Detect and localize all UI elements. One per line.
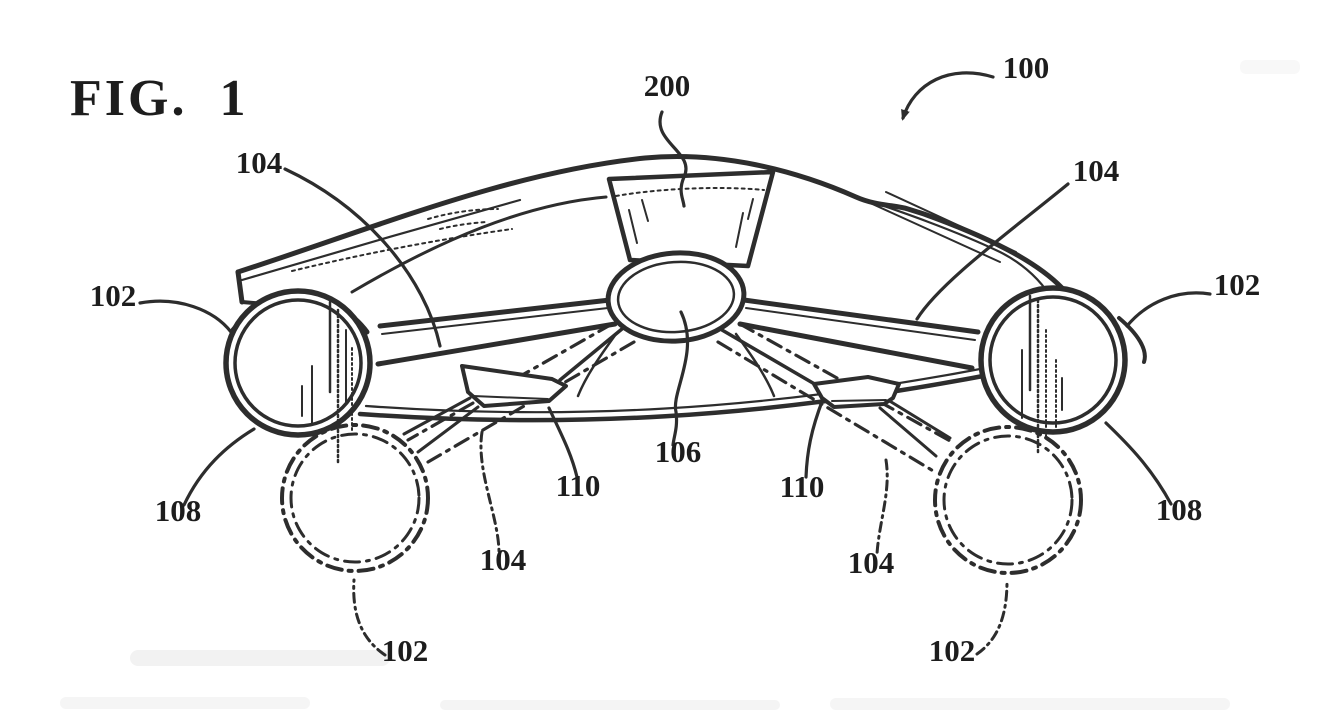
smudge-mark — [830, 698, 1230, 710]
ref-label-108-right: 108 — [1156, 492, 1203, 527]
ref-label-106: 106 — [655, 434, 702, 469]
right-arm-top-edge — [741, 297, 981, 335]
linkages — [402, 322, 952, 458]
flap-right — [812, 375, 901, 409]
left-arm-top-edge — [377, 297, 613, 329]
ref-label-100: 100 — [1003, 50, 1050, 85]
left-flap-to-ghost-link-a — [402, 396, 472, 436]
ref-label-102-bottom-left: 102 — [382, 633, 429, 668]
reference-numerals: 100 200 104 104 102 102 106 110 110 108 … — [90, 50, 1261, 668]
ref-label-110-right: 110 — [780, 469, 825, 504]
ref-label-104-top-left: 104 — [236, 145, 283, 180]
pylon-hatch-a — [628, 209, 638, 244]
pylon — [606, 169, 776, 269]
ref-label-104-bottom-left: 104 — [480, 542, 527, 577]
hub-right-brace — [734, 332, 776, 398]
ref-label-102-bottom-right: 102 — [929, 633, 976, 668]
leader-104-bottom-left — [479, 430, 501, 553]
rear-skirt-line — [1117, 316, 1147, 364]
leader-108-right — [1104, 421, 1173, 506]
leader-arrow-100 — [901, 71, 995, 121]
smudge-mark — [1240, 60, 1300, 74]
cockpit-hidden-arc-a — [427, 208, 499, 220]
right-flap-to-ghost-link-b — [878, 406, 938, 458]
right-wheel — [978, 285, 1128, 457]
canopy-and-deck-outline — [235, 154, 1065, 291]
deck-inner-line — [836, 188, 1048, 292]
hub-left-brace — [576, 332, 618, 398]
nose-front-face — [235, 269, 245, 305]
leader-106 — [671, 310, 690, 447]
phantom-arm-right-lower — [716, 340, 937, 474]
leader-lines — [138, 71, 1212, 657]
ghost-wheel-left-outer — [280, 423, 430, 573]
leader-104-top-left — [283, 167, 442, 348]
windshield-line — [350, 195, 608, 294]
figure-title: FIG. 1 — [70, 70, 248, 127]
flap-left-edge-line — [472, 395, 549, 400]
left-arm-bottom-edge — [375, 321, 618, 367]
pylon-hatch-b — [641, 199, 649, 222]
leader-102-left — [138, 299, 233, 334]
right-wheel-inner-rim — [988, 295, 1118, 425]
pylon-hatch-d — [747, 198, 754, 220]
leader-102-bottom-right — [975, 579, 1009, 656]
left-wheel-inner-rim — [233, 298, 363, 428]
smudge-mark — [130, 650, 390, 666]
ref-label-102-right: 102 — [1214, 267, 1261, 302]
hub-outer-ellipse — [605, 250, 747, 344]
right-wheel-outer-rim — [978, 285, 1128, 435]
central-hub — [605, 250, 747, 344]
leader-104-top-right — [915, 182, 1070, 321]
left-wheel-outer-rim — [223, 288, 373, 438]
ghost-wheel-left-inner — [289, 432, 421, 564]
right-arm-bottom-edge — [737, 321, 975, 371]
hood-hidden-line — [291, 228, 513, 272]
deck-hatch-line-a — [867, 201, 1001, 263]
flap-left — [460, 364, 568, 408]
scan-artifacts — [60, 60, 1300, 710]
ref-label-104-top-right: 104 — [1073, 153, 1120, 188]
wheel-arms — [375, 297, 981, 371]
leader-110-right — [804, 397, 825, 479]
flap-right-edge-line — [831, 399, 887, 402]
ref-label-200: 200 — [644, 68, 691, 103]
pylon-hidden-canopy-line — [615, 187, 765, 197]
left-arm-inner-line — [381, 307, 609, 335]
left-wheel — [223, 288, 373, 464]
ref-label-102-left: 102 — [90, 278, 137, 313]
right-arm-inner-line — [745, 307, 976, 341]
ref-label-104-bottom-right: 104 — [848, 545, 895, 580]
ghost-wheel-right-outer — [933, 425, 1083, 575]
hub-inner-ellipse — [616, 260, 736, 334]
smudge-mark — [60, 697, 310, 709]
leader-108-left — [182, 427, 256, 507]
leader-104-bottom-right — [875, 458, 889, 556]
ghost-wheels — [280, 423, 1083, 575]
ref-label-108-left: 108 — [155, 493, 202, 528]
leader-110-left — [547, 406, 579, 479]
right-flap-to-ghost-link-a — [886, 398, 952, 440]
ref-label-110-left: 110 — [556, 468, 601, 503]
left-flap-to-ghost-link-b — [416, 405, 480, 454]
leader-102-right — [1125, 291, 1212, 328]
leader-102-bottom-left — [352, 578, 387, 657]
cockpit-hidden-arc-b — [439, 221, 487, 230]
hub-to-right-flap-link — [720, 328, 820, 388]
pylon-hatch-c — [735, 212, 744, 248]
leader-200 — [658, 110, 688, 208]
hull-bottom-edge — [357, 369, 1007, 423]
pylon-outline — [606, 169, 776, 269]
ghost-wheel-right-inner — [942, 434, 1074, 566]
smudge-mark — [440, 700, 780, 710]
